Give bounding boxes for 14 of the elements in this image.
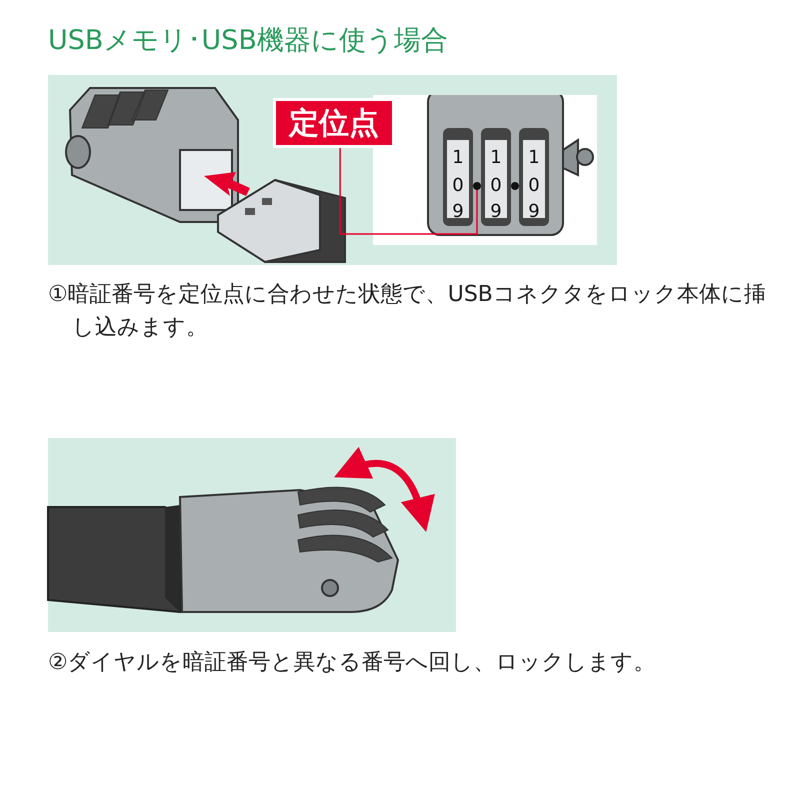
dial-digit: 1 bbox=[527, 147, 541, 169]
dial-digit: 0 bbox=[527, 175, 541, 197]
instruction-text: ②ダイヤルを暗証番号と異なる番号へ回し、ロックします。 bbox=[48, 649, 657, 677]
title: USBメモリ･USB機器に使う場合 bbox=[48, 24, 448, 58]
dial-digit: 9 bbox=[527, 201, 541, 223]
dial-digit: 0 bbox=[451, 175, 465, 197]
callout-box: 定位点 bbox=[273, 98, 395, 148]
dial-digit: 1 bbox=[489, 147, 503, 169]
dial-digit: 9 bbox=[451, 201, 465, 223]
dial-digit: 0 bbox=[489, 175, 503, 197]
dial-digit: 9 bbox=[489, 201, 503, 223]
leader-line bbox=[339, 148, 478, 235]
dial-digit: 1 bbox=[451, 147, 465, 169]
instruction-text: ①暗証番号を定位点に合わせた状態で、USBコネクタをロック本体に挿し込みます。 bbox=[48, 281, 767, 342]
